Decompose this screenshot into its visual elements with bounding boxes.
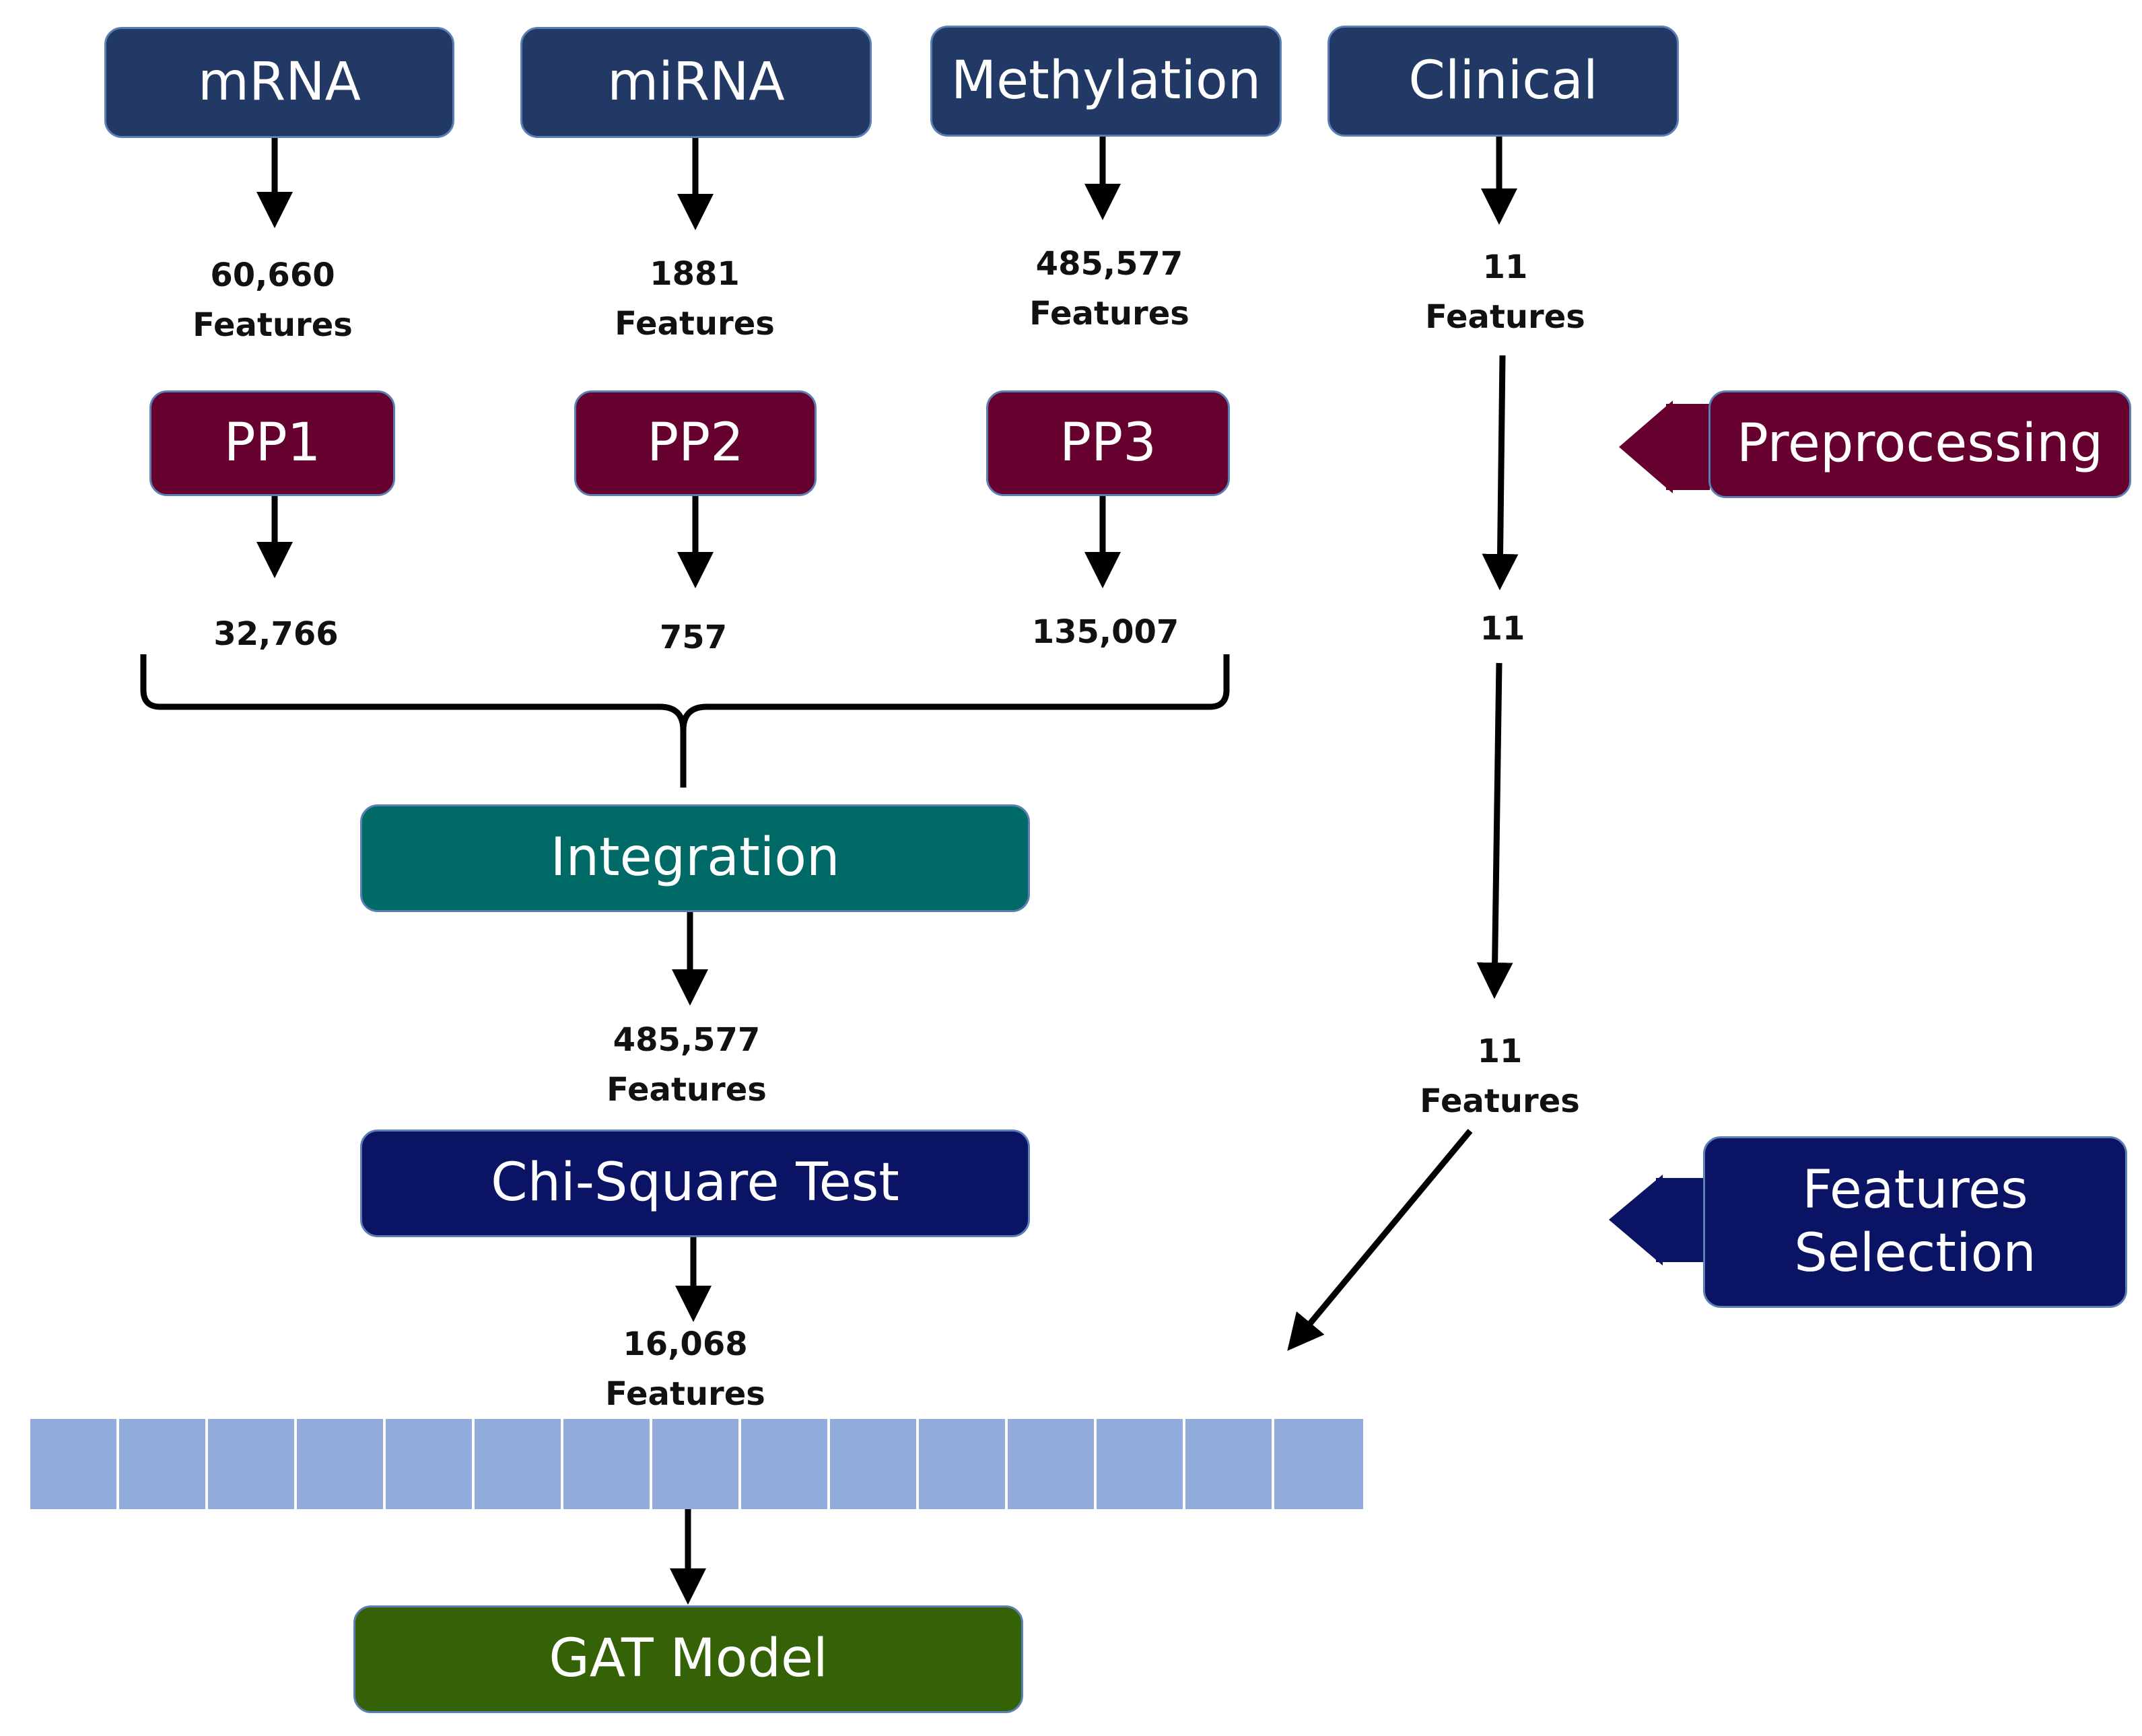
gat-model-box: GAT Model [353,1605,1023,1713]
feature-vector-cell [652,1419,741,1509]
feature-vector-cell [297,1419,386,1509]
preprocessing-arrow-icon [1619,401,1710,493]
pp1-label: PP1 [223,412,321,473]
source-methylation: Methylation [930,26,1282,137]
raw-count-methylation: 485,577 Features [1029,245,1189,333]
raw-count-mrna: 60,660 Features [193,256,353,345]
legend-features-selection: Features Selection [1703,1136,2127,1308]
integration-brace [140,654,1230,788]
source-methylation-label: Methylation [951,50,1262,111]
raw-count-mirna: 1881 Features [615,255,775,343]
integrated-count: 485,577 Features [607,1021,767,1109]
processed-count-clinical: 11 [1480,610,1525,648]
chi-square-box: Chi-Square Test [360,1130,1030,1237]
feature-vector-cell [919,1419,1008,1509]
pp3-label: PP3 [1060,412,1156,473]
legend-preprocessing-label: Preprocessing [1736,413,2104,475]
pp3-box: PP3 [986,390,1230,496]
source-mirna-label: miRNA [607,51,785,112]
feature-vector-cell [30,1419,119,1509]
feature-vector-cell [1274,1419,1363,1509]
feature-vector-cell [475,1419,563,1509]
selected-count: 16,068 Features [605,1325,765,1414]
legend-preprocessing: Preprocessing [1708,390,2131,498]
feature-vector-cell [386,1419,475,1509]
source-clinical: Clinical [1327,26,1679,137]
legend-features-selection-label: Features Selection [1794,1159,2036,1284]
feature-vector-cell [830,1419,919,1509]
processed-count-mrna: 32,766 [213,615,339,653]
chi-square-label: Chi-Square Test [491,1152,899,1214]
source-mrna: mRNA [104,27,454,138]
source-clinical-label: Clinical [1408,50,1598,111]
clinical-selected-count: 11 Features [1420,1033,1580,1121]
pp1-box: PP1 [149,390,395,496]
feature-vector-cell [208,1419,297,1509]
feature-vector-cell [1097,1419,1185,1509]
processed-count-methylation: 135,007 [1031,613,1179,651]
feature-vector-cell [1008,1419,1097,1509]
feature-vector-cell [563,1419,652,1509]
feature-vector-cell [741,1419,830,1509]
feature-vector-cell [1185,1419,1274,1509]
features-selection-arrow-icon [1609,1175,1710,1265]
integration-label: Integration [550,827,840,889]
arrow-clinical-merge [1287,1129,1473,1351]
integration-box: Integration [360,804,1030,912]
raw-count-clinical: 11 Features [1425,248,1585,337]
arrow-clinical-pp [1482,355,1519,590]
source-mirna: miRNA [520,27,872,138]
arrow-clinical-fs [1476,662,1513,999]
gat-model-label: GAT Model [549,1628,828,1690]
feature-vector-cell [119,1419,208,1509]
pp2-box: PP2 [574,390,817,496]
source-mrna-label: mRNA [198,51,361,112]
processed-count-mirna: 757 [659,619,728,656]
pp2-label: PP2 [647,412,744,473]
